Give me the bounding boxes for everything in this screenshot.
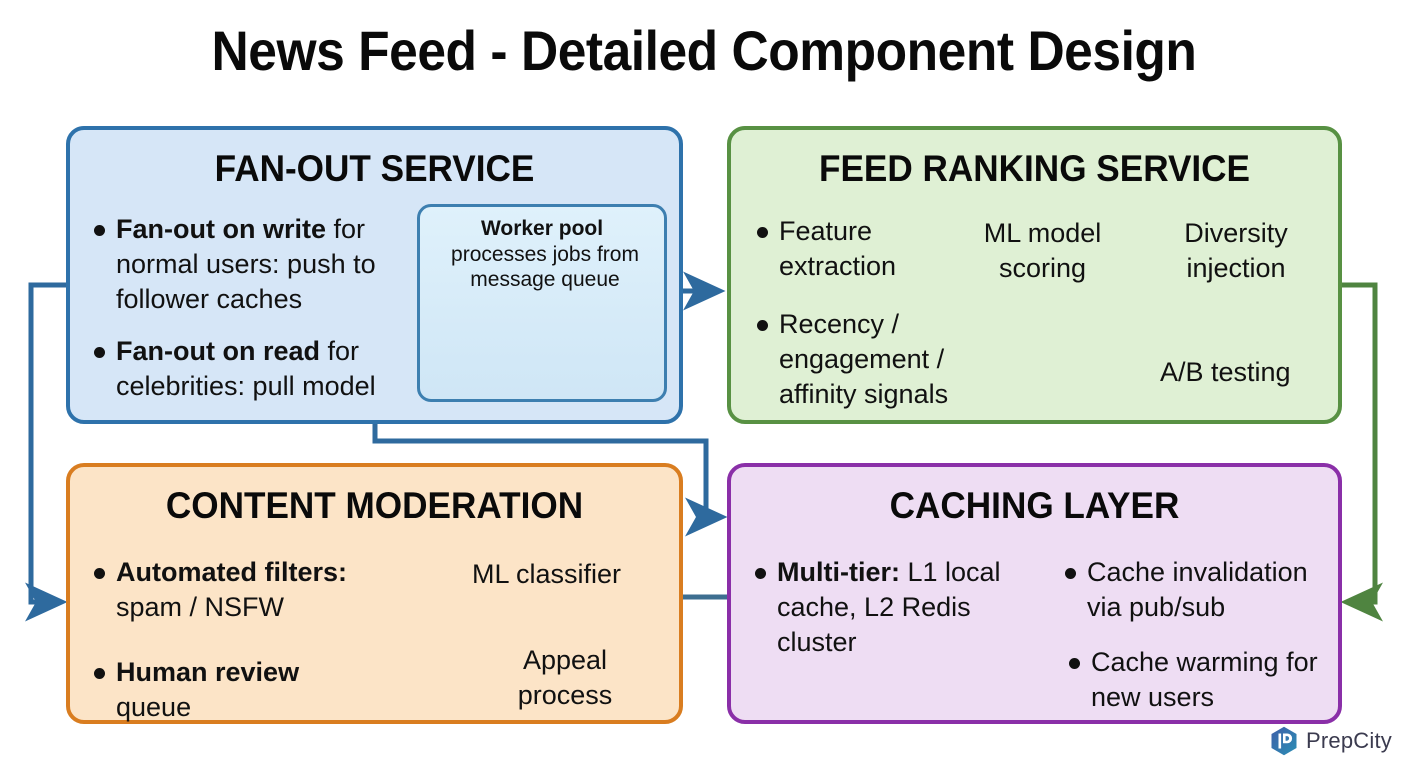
list-item: Cache invalidation via pub/sub	[1065, 555, 1335, 625]
bullet-dot	[1065, 568, 1076, 579]
ranking-bullet-1-text: Feature extraction	[779, 216, 897, 282]
bullet-dot	[1069, 658, 1080, 669]
list-item: Feature extraction	[757, 214, 922, 284]
watermark-label: PrepCity	[1306, 728, 1392, 753]
panel-content-moderation[interactable]: CONTENT MODERATION Automated filters: sp…	[66, 463, 683, 724]
moderation-bullet-1-strong: Automated filters:	[116, 557, 348, 587]
connector-fanout-to-caching	[372, 424, 728, 537]
list-item: Multi-tier: L1 local cache, L2 Redis clu…	[755, 555, 1005, 660]
caching-bullet-1-rest: L1 local cache, L2 Redis cluster	[777, 557, 1001, 658]
caching-bullet-3-text: Cache warming for new users	[1091, 647, 1318, 713]
fanout-bullet-2-text: Fan-out on read for celebrities: pull mo…	[116, 334, 394, 404]
fanout-bullet-2-strong: Fan-out on read	[116, 336, 320, 366]
fanout-bullet-1-strong: Fan-out on write	[116, 214, 326, 244]
worker-pool-subtitle: processes jobs from message queue	[451, 243, 639, 291]
node-appeal-process: Appeal process	[517, 645, 613, 710]
panel-caching-layer[interactable]: CACHING LAYER Multi-tier: L1 local cache…	[727, 463, 1342, 724]
worker-pool-heading: Worker pool	[480, 217, 604, 240]
node-ml-model-scoring: ML model scoring	[983, 218, 1102, 283]
panel-content-moderation-heading: CONTENT MODERATION	[165, 485, 584, 526]
list-item: Fan-out on read for celebrities: pull mo…	[94, 334, 394, 404]
page-title: News Feed - Detailed Component Design	[211, 19, 1197, 82]
ranking-bullet-2-text: Recency / engagement / affinity signals	[779, 309, 949, 410]
bullet-dot	[94, 347, 105, 358]
node-ml-classifier: ML classifier	[472, 559, 622, 589]
caching-bullet-1-strong: Multi-tier:	[777, 557, 900, 587]
panel-feed-ranking-service[interactable]: FEED RANKING SERVICE Feature extraction …	[727, 126, 1342, 424]
node-diversity-injection: Diversity injection	[1184, 218, 1288, 283]
worker-pool-card[interactable]: Worker pool processes jobs from message …	[417, 204, 667, 402]
moderation-bullet-2-strong: Human review	[116, 657, 300, 687]
bullet-dot	[94, 668, 105, 679]
list-item: Cache warming for new users	[1069, 645, 1319, 715]
fanout-bullet-1-text: Fan-out on write for normal users: push …	[116, 212, 394, 317]
bullet-dot	[94, 225, 105, 236]
list-item: Automated filters: spam / NSFW	[94, 555, 394, 625]
panel-feed-ranking-service-heading: FEED RANKING SERVICE	[818, 148, 1250, 189]
node-ab-testing: A/B testing	[1160, 357, 1291, 387]
bullet-dot	[757, 227, 768, 238]
caching-bullet-2-text: Cache invalidation via pub/sub	[1087, 557, 1308, 623]
panel-caching-layer-heading: CACHING LAYER	[889, 485, 1180, 526]
connector-ranking-to-caching	[1340, 282, 1383, 622]
list-item: Fan-out on write for normal users: push …	[94, 212, 394, 317]
list-item: Human review queue	[94, 655, 354, 725]
panel-fan-out-service-heading: FAN-OUT SERVICE	[214, 148, 535, 189]
moderation-bullet-2-rest: queue	[116, 692, 192, 723]
fanout-bullet-1-rest: for normal users: push to follower cache…	[116, 214, 376, 315]
moderation-bullet-1-rest: spam / NSFW	[116, 592, 285, 623]
connector-fanout-to-moderation	[25, 282, 68, 622]
fanout-bullet-2-rest: for celebrities: pull model	[116, 336, 376, 402]
prepcity-logo-icon	[1271, 726, 1297, 756]
moderation-bullet-2-text: Human review queue	[116, 655, 354, 725]
list-item: Recency / engagement / affinity signals	[757, 307, 972, 412]
caching-bullet-1-text: Multi-tier: L1 local cache, L2 Redis clu…	[777, 555, 1005, 660]
watermark: PrepCity	[1270, 726, 1392, 756]
bullet-dot	[94, 568, 105, 579]
bullet-dot	[757, 320, 768, 331]
moderation-bullet-1-text: Automated filters: spam / NSFW	[116, 555, 394, 625]
bullet-dot	[755, 568, 766, 579]
